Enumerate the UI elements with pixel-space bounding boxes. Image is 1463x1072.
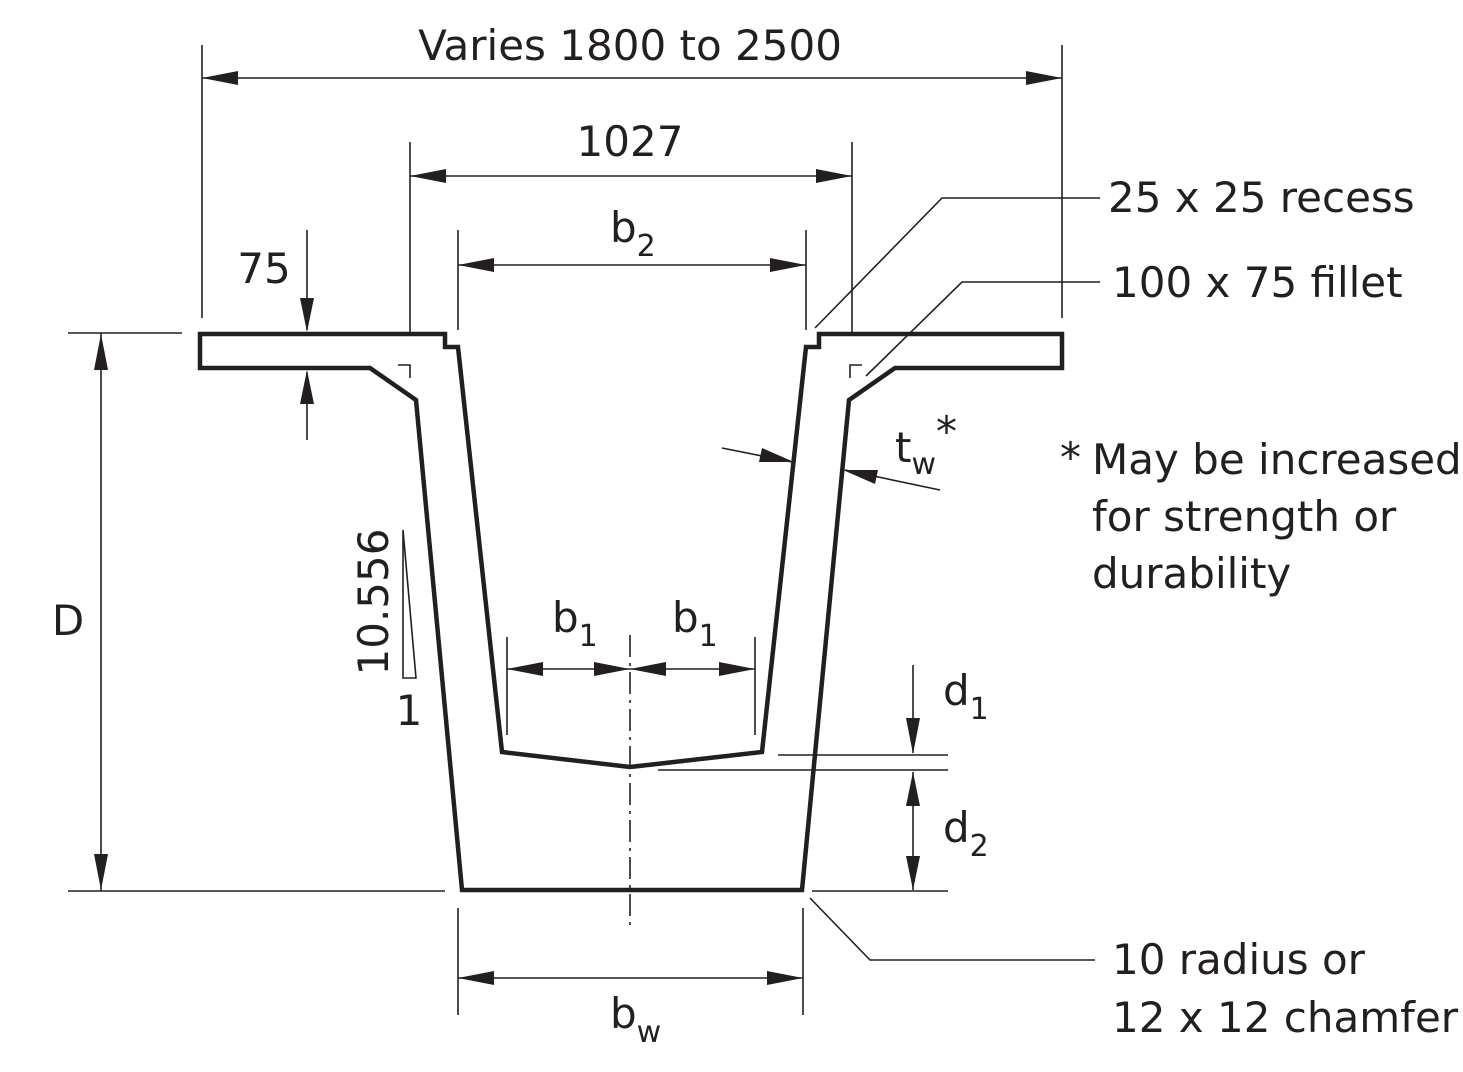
arrow-b1-left-inner [594, 662, 630, 676]
arrow-bw-left [458, 971, 494, 985]
footnote-line3: durability [1092, 549, 1291, 598]
leader-recess [814, 197, 1100, 329]
overall-width-label: Varies 1800 to 2500 [418, 21, 842, 70]
leader-fillet [865, 281, 1100, 377]
fillet-mark-right [849, 364, 862, 378]
depth-label: D [52, 596, 84, 645]
slope-rise-label: 1 [396, 686, 423, 735]
arrow-b1-right-inner [630, 662, 666, 676]
top-opening-label: 1027 [577, 117, 684, 166]
arrow-1027-right [816, 169, 852, 183]
arrow-b1-left-outer [507, 662, 543, 676]
footnote-star: * [1060, 433, 1081, 482]
arrow-b2-right [770, 258, 806, 272]
slope-run-label: 10.556 [349, 529, 398, 676]
recess-note: 25 x 25 recess [1108, 173, 1415, 222]
arrow-b2-left [458, 258, 494, 272]
footnote-line2: for strength or [1092, 492, 1397, 541]
d2-label: d2 [943, 803, 989, 864]
arrow-overall-right [1026, 71, 1062, 85]
fillet-mark-left [398, 364, 411, 378]
arrow-d-bottom [94, 854, 108, 890]
corner-note-line1: 10 radius or [1112, 935, 1366, 984]
arrow-tw-right [843, 470, 878, 484]
slope-triangle [402, 529, 417, 679]
arrow-1027-left [410, 169, 446, 183]
bw-label: bw [610, 989, 661, 1050]
arrow-75-up [300, 370, 314, 404]
arrow-b1-right-outer [719, 662, 755, 676]
arrow-d1-down [906, 718, 920, 754]
footnote-line1: May be increased [1092, 435, 1462, 484]
corner-note-line2: 12 x 12 chamfer [1112, 993, 1459, 1042]
arrow-d-top [94, 334, 108, 370]
arrow-overall-left [202, 71, 238, 85]
fillet-note: 100 x 75 fillet [1112, 258, 1403, 307]
b1-right-label: b1 [672, 593, 718, 654]
arrow-d2-up [906, 772, 920, 806]
d1-label: d1 [943, 666, 989, 727]
section-outline [197, 331, 1065, 893]
arrow-d2-down [906, 856, 920, 890]
arrow-bw-right [767, 971, 803, 985]
b1-left-label: b1 [552, 593, 598, 654]
leader-corner [809, 897, 1095, 961]
flange-thickness-label: 75 [237, 244, 290, 293]
arrow-tw-left [759, 448, 794, 462]
arrow-75-down [300, 298, 314, 332]
b2-label: b2 [610, 203, 656, 264]
tw-label: tw* [895, 407, 957, 482]
